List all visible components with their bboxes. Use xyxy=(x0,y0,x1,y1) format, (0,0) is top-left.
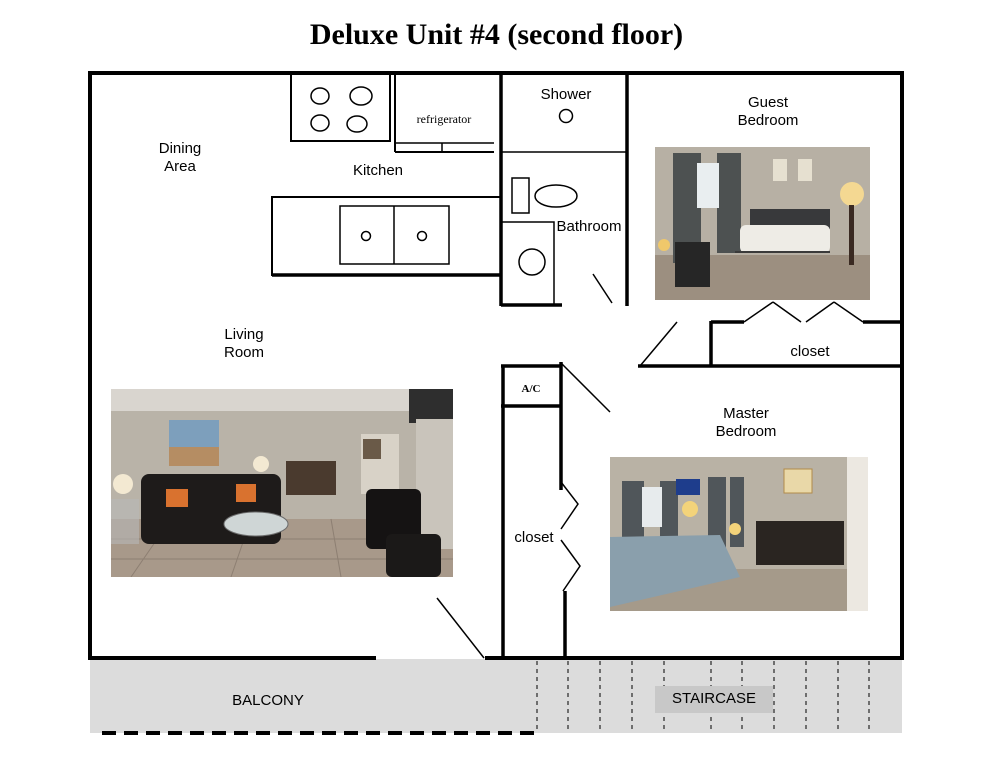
staircase-label: STAIRCASE xyxy=(672,690,756,707)
balcony-label: BALCONY xyxy=(232,692,304,709)
shower-label: Shower xyxy=(540,86,592,103)
guest-closet-label: closet xyxy=(790,343,830,360)
balcony-area xyxy=(90,659,902,733)
guest-bedroom-label-line1: Guest xyxy=(747,94,789,111)
guest-bedroom-photo xyxy=(655,147,870,300)
master-bedroom-photo xyxy=(610,457,868,611)
hall-closet-walls xyxy=(436,362,611,660)
stove xyxy=(290,72,391,142)
staircase-steps xyxy=(536,661,870,733)
dining-area-label-line2: Area xyxy=(164,158,196,175)
master-bedroom-label: Master Bedroom xyxy=(701,405,791,441)
staircase-label-box xyxy=(655,686,773,713)
master-bedroom-label-line1: Master xyxy=(723,405,769,422)
bathroom-sink xyxy=(500,221,555,306)
living-room-label-line2: Room xyxy=(223,344,264,361)
toilet xyxy=(511,177,578,214)
master-bedroom-label-line2: Bedroom xyxy=(715,423,777,440)
dining-area-label-line1: Dining xyxy=(158,140,202,157)
kitchen-label: Kitchen xyxy=(352,162,404,179)
ac-label: A/C xyxy=(521,383,541,395)
guest-bedroom-label-line2: Bedroom xyxy=(737,112,799,129)
plan-title: Deluxe Unit #4 (second floor) xyxy=(309,18,684,51)
refrigerator-outline xyxy=(394,73,494,153)
dining-area-label: Dining Area xyxy=(140,140,220,176)
guest-bedroom-label: Guest Bedroom xyxy=(723,94,813,130)
hall-closet-label: closet xyxy=(514,529,554,546)
shower-drain xyxy=(558,108,574,124)
living-room-photo xyxy=(111,389,453,577)
refrigerator-label: refrigerator xyxy=(416,112,472,126)
bathroom-walls xyxy=(499,73,629,307)
kitchen-counter xyxy=(271,196,500,277)
living-room-label-line1: Living xyxy=(224,326,264,343)
guest-room-walls xyxy=(638,301,904,368)
bathroom-label: Bathroom xyxy=(556,218,622,235)
living-room-label: Living Room xyxy=(204,326,284,362)
